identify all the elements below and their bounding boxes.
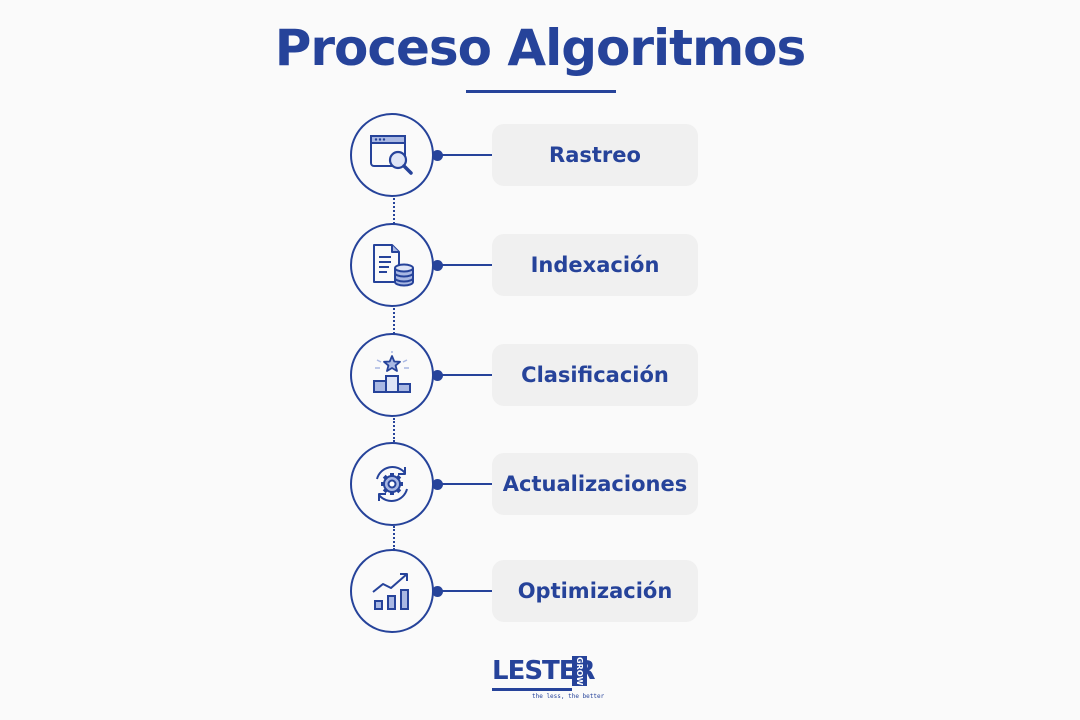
connector-dot	[432, 260, 443, 271]
podium-star-icon	[373, 351, 411, 393]
lester-grow-logo: LESTER GROW the less, the better	[492, 656, 604, 706]
connector-dot	[432, 479, 443, 490]
document-database-icon	[373, 244, 414, 287]
logo-side-label: GROW	[572, 656, 587, 686]
connector-line	[442, 374, 492, 376]
step-connector-dots	[393, 308, 395, 334]
connector-dot	[432, 150, 443, 161]
step-label: Indexación	[492, 234, 698, 296]
logo-underline	[492, 688, 572, 691]
step-connector-dots	[393, 418, 395, 442]
connector-line	[442, 154, 492, 156]
growth-chart-icon	[372, 573, 409, 610]
step-icon-circle	[350, 333, 434, 417]
step-optimizacion: Optimización	[350, 549, 700, 633]
step-clasificacion: Clasificación	[350, 333, 700, 417]
step-label: Rastreo	[492, 124, 698, 186]
title-underline	[466, 90, 616, 93]
connector-dot	[432, 370, 443, 381]
step-connector-dots	[393, 526, 395, 550]
step-icon-circle	[350, 113, 434, 197]
step-icon-circle	[350, 549, 434, 633]
step-label: Actualizaciones	[492, 453, 698, 515]
browser-search-icon	[370, 135, 413, 175]
step-icon-circle	[350, 223, 434, 307]
connector-line	[442, 590, 492, 592]
logo-tagline: the less, the better	[532, 693, 605, 700]
page-title: Proceso Algoritmos	[274, 19, 807, 77]
step-rastreo: Rastreo	[350, 113, 700, 197]
step-icon-circle	[350, 442, 434, 526]
step-connector-dots	[393, 198, 395, 224]
connector-line	[442, 483, 492, 485]
connector-line	[442, 264, 492, 266]
step-indexacion: Indexación	[350, 223, 700, 307]
connector-dot	[432, 586, 443, 597]
step-actualizaciones: Actualizaciones	[350, 442, 700, 526]
step-label: Clasificación	[492, 344, 698, 406]
refresh-gear-icon	[376, 466, 408, 502]
step-label: Optimización	[492, 560, 698, 622]
